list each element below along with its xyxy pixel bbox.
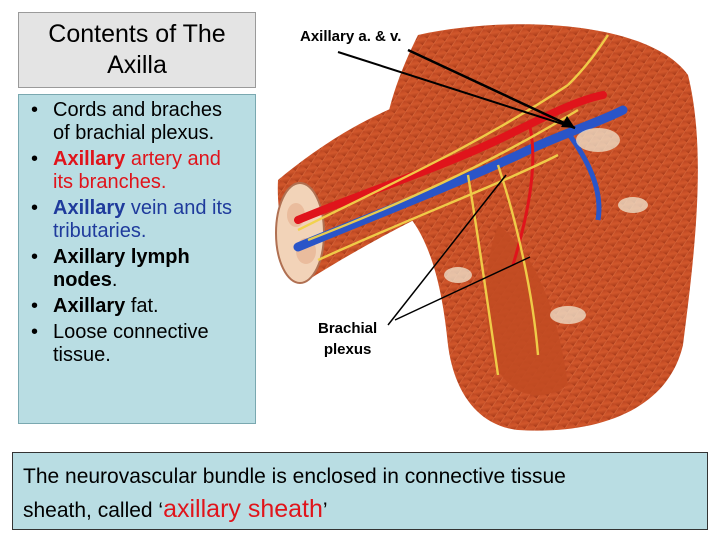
bullet-text: tributaries.: [53, 220, 147, 242]
arm-cross-section: [275, 182, 325, 284]
axillary-sheath-note-box: The neurovascular bundle is enclosed in …: [12, 452, 708, 530]
slide-title-box: Contents of The Axilla: [18, 12, 256, 88]
bullet-item: Axillary fat.: [29, 295, 251, 318]
note-line-2: sheath, called ‘axillary sheath’: [23, 493, 697, 527]
bullet-text: of brachial plexus.: [53, 122, 215, 144]
note-line-2-prefix: sheath, called ‘: [23, 499, 164, 522]
note-emphasis: axillary sheath: [163, 495, 323, 523]
vein-tributary: [565, 131, 602, 221]
vessels-pointer-line: [337, 51, 576, 129]
axilla-anatomy-illustration: [275, 24, 698, 431]
plexus-pointer-line: [387, 174, 507, 326]
artery-branch: [511, 126, 535, 266]
connective-tissue-patches: [444, 128, 648, 324]
bullet-text: Axillary: [53, 197, 126, 219]
axillary-vein: [293, 105, 628, 252]
bullet-text: tissue.: [53, 344, 111, 366]
bullet-text: Axillary: [53, 295, 126, 317]
bullet-text: fat.: [125, 295, 159, 317]
bullet-text: Cords and braches: [53, 99, 222, 121]
vessels-pointer-line-2: [407, 48, 576, 130]
bullet-text: .: [111, 269, 118, 291]
bullet-text: Axillary lymph: [53, 246, 190, 268]
bullet-text: Loose connective: [53, 321, 209, 343]
plexus-label: Brachial plexus: [318, 318, 377, 360]
vessels-pointer-arrowhead: [561, 116, 575, 128]
bullet-text: its branches.: [53, 171, 167, 193]
plexus-label-line-1: Brachial: [318, 320, 378, 337]
bullet-text: artery and: [125, 148, 221, 170]
bullet-text: Axillary: [53, 148, 126, 170]
bullet-text: vein and its: [125, 197, 232, 219]
vessels-label: Axillary a. & v.: [300, 28, 402, 45]
slide-title: Contents of The Axilla: [48, 19, 225, 81]
plexus-label-line-2: plexus: [323, 341, 372, 358]
axillary-artery: [294, 91, 607, 224]
title-line-2: Axilla: [107, 51, 167, 79]
note-line-1: The neurovascular bundle is enclosed in …: [23, 465, 566, 488]
plexus-pointer-line-2: [394, 256, 531, 321]
bullet-text: nodes: [53, 269, 112, 291]
title-line-1: Contents of The: [48, 20, 226, 48]
note-line-2-suffix: ’: [322, 499, 328, 522]
